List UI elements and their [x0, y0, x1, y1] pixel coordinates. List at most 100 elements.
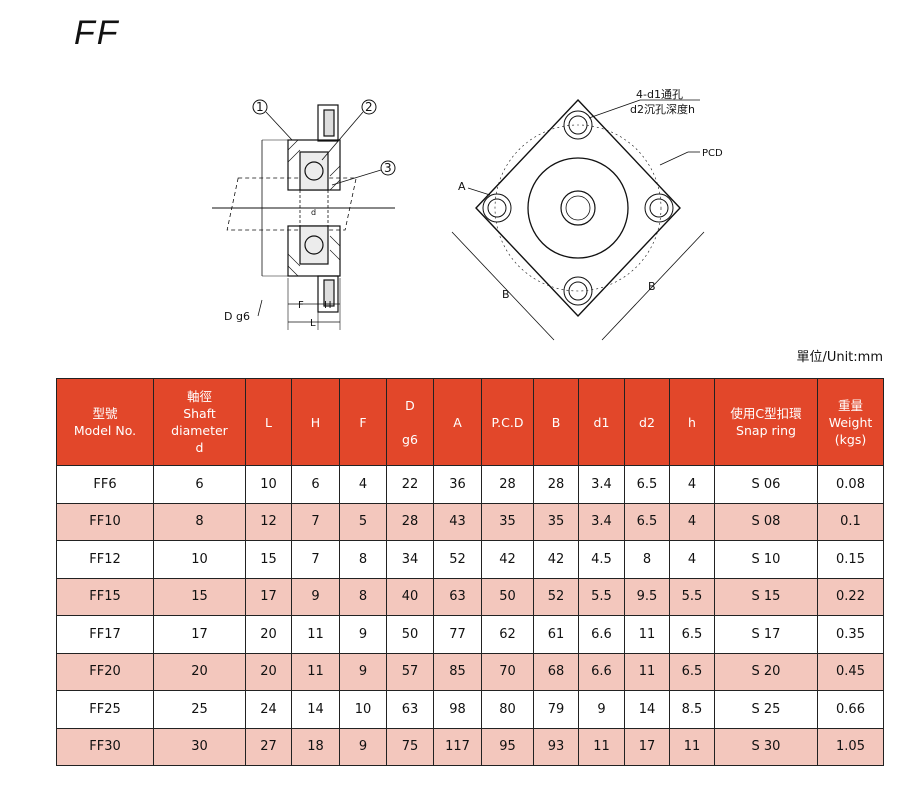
table-cell: 36 — [433, 465, 482, 504]
table-cell: 5.5 — [578, 577, 625, 616]
column-header-line: H — [310, 414, 321, 430]
table-cell: 9 — [339, 727, 387, 766]
table-cell: 30 — [153, 727, 246, 766]
column-header: A — [433, 378, 482, 466]
table-cell: 28 — [386, 502, 434, 541]
table-cell: 10 — [153, 540, 246, 579]
table-cell: 75 — [386, 727, 434, 766]
label-b-right: B — [648, 280, 656, 293]
table-cell: 68 — [533, 652, 579, 691]
table-cell: 8 — [339, 577, 387, 616]
column-header-line: F — [359, 414, 367, 430]
column-header-line: 型號 — [92, 406, 118, 421]
table-cell: 6 — [153, 465, 246, 504]
column-header-line: Weight — [828, 414, 873, 430]
table-cell: 0.1 — [817, 502, 884, 541]
column-header-line: 重量 — [837, 397, 863, 413]
table-cell: 4.5 — [578, 540, 625, 579]
table-cell: 18 — [291, 727, 340, 766]
table-cell: 6 — [291, 465, 340, 504]
table-cell: FF15 — [56, 577, 154, 616]
table-cell: 63 — [386, 690, 434, 729]
table-cell: 0.35 — [817, 615, 884, 654]
table-cell: 11 — [624, 652, 670, 691]
technical-drawing: 1 2 3 D g6 F H L d 4-d1通孔 d2沉孔 — [212, 88, 723, 341]
callout-3: 3 — [384, 161, 392, 175]
table-cell: 80 — [481, 690, 534, 729]
table-cell: 20 — [245, 615, 292, 654]
table-cell: 50 — [481, 577, 534, 616]
table-cell: 70 — [481, 652, 534, 691]
column-header: D g6 — [386, 378, 434, 466]
table-cell: 61 — [533, 615, 579, 654]
table-cell: 11 — [291, 652, 340, 691]
callout-1: 1 — [256, 100, 264, 114]
table-cell: 77 — [433, 615, 482, 654]
table-cell: 9 — [339, 615, 387, 654]
table-cell: 42 — [533, 540, 579, 579]
table-cell: 9 — [339, 652, 387, 691]
table-cell: 15 — [153, 577, 246, 616]
table-cell: S 08 — [714, 502, 818, 541]
column-header-line: A — [453, 414, 462, 430]
column-header-line: diameter — [171, 423, 228, 438]
column-header: h — [669, 378, 715, 466]
table-cell: 11 — [669, 727, 715, 766]
table-cell: 8 — [339, 540, 387, 579]
unit-label: 單位/Unit:mm — [796, 350, 883, 365]
column-header-line: d — [195, 440, 204, 455]
side-section-view — [212, 99, 396, 330]
label-hole-spec-2: d2沉孔深度h — [630, 102, 695, 116]
table-cell: S 06 — [714, 465, 818, 504]
table-cell: 24 — [245, 690, 292, 729]
table-cell: 17 — [245, 577, 292, 616]
table-cell: 85 — [433, 652, 482, 691]
table-cell: 43 — [433, 502, 482, 541]
table-cell: 98 — [433, 690, 482, 729]
label-f: F — [298, 300, 304, 311]
table-cell: FF20 — [56, 652, 154, 691]
column-header: L — [245, 378, 292, 466]
table-cell: 20 — [153, 652, 246, 691]
table-cell: 28 — [481, 465, 534, 504]
column-header: B — [533, 378, 579, 466]
column-header-line: d1 — [593, 414, 610, 430]
table-cell: 95 — [481, 727, 534, 766]
table-cell: 79 — [533, 690, 579, 729]
column-header-line: P.C.D — [491, 414, 524, 430]
table-cell: 6.6 — [578, 615, 625, 654]
table-cell: 1.05 — [817, 727, 884, 766]
table-cell: FF12 — [56, 540, 154, 579]
table-cell: 6.6 — [578, 652, 625, 691]
table-cell: 17 — [624, 727, 670, 766]
column-header-line — [387, 414, 433, 431]
table-cell: 11 — [291, 615, 340, 654]
table-cell: 63 — [433, 577, 482, 616]
table-cell: 8 — [153, 502, 246, 541]
table-cell: 7 — [291, 502, 340, 541]
table-cell: 40 — [386, 577, 434, 616]
table-cell: 34 — [386, 540, 434, 579]
label-hole-spec-1: 4-d1通孔 — [636, 88, 683, 101]
table-cell: 52 — [433, 540, 482, 579]
column-header-line: 軸徑 — [186, 389, 212, 404]
label-l: L — [310, 318, 316, 329]
table-cell: 22 — [386, 465, 434, 504]
table-cell: 35 — [481, 502, 534, 541]
column-header: d1 — [578, 378, 625, 466]
table-cell: FF10 — [56, 502, 154, 541]
column-header-line: Shaft — [183, 406, 216, 421]
table-cell: 5.5 — [669, 577, 715, 616]
table-cell: 42 — [481, 540, 534, 579]
label-d-g6: D g6 — [224, 310, 250, 323]
table-cell: 10 — [339, 690, 387, 729]
table-cell: 4 — [669, 465, 715, 504]
table-cell: FF30 — [56, 727, 154, 766]
table-cell: 0.22 — [817, 577, 884, 616]
table-cell: 0.08 — [817, 465, 884, 504]
